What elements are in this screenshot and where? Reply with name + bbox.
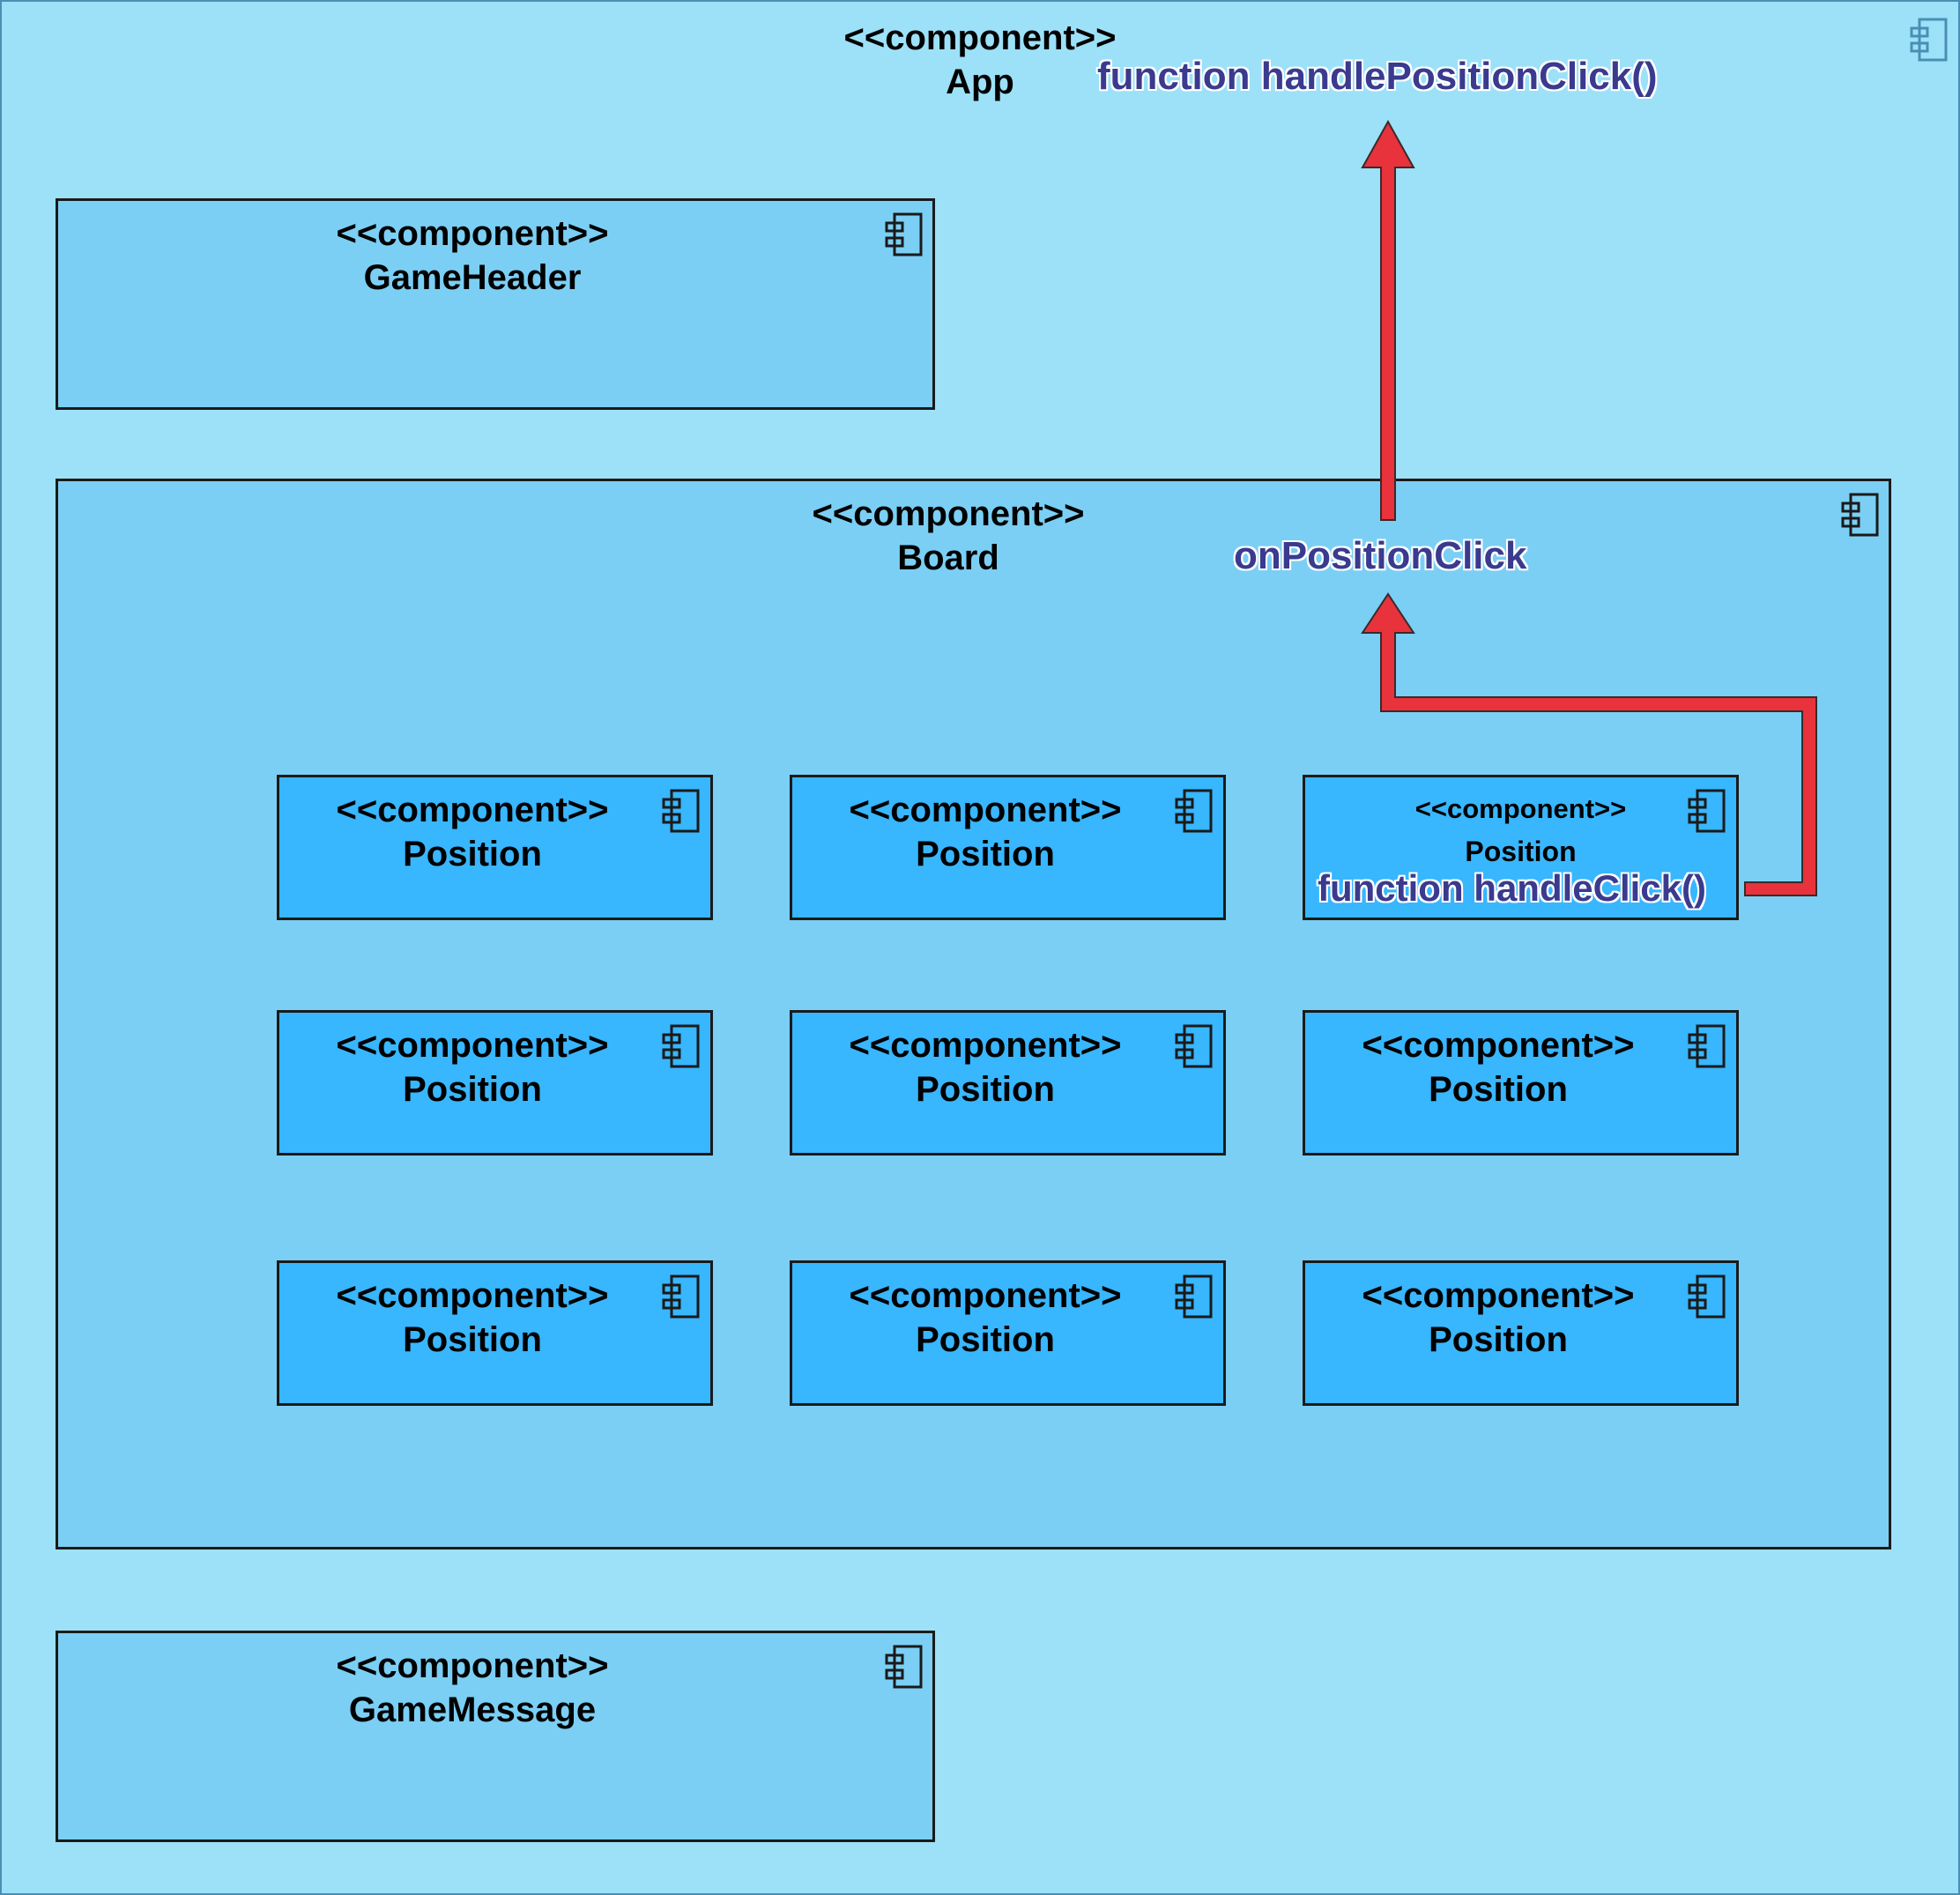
position-name: Position bbox=[1429, 1320, 1568, 1359]
game-message-title: <<component>> GameMessage bbox=[58, 1644, 887, 1732]
game-header-component: <<component>> GameHeader bbox=[56, 198, 935, 410]
position-component[interactable]: <<component>> Position bbox=[790, 1260, 1226, 1406]
position-title: <<component>> Position bbox=[279, 1023, 665, 1111]
position-name: Position bbox=[916, 1070, 1055, 1109]
position-name: Position bbox=[916, 1320, 1055, 1359]
arrow-board-to-app bbox=[1361, 119, 1415, 521]
position-stereotype: <<component>> bbox=[336, 1276, 609, 1315]
position-stereotype: <<component>> bbox=[849, 791, 1122, 829]
board-title: <<component>> Board bbox=[58, 492, 1838, 580]
position-name: Position bbox=[403, 1320, 542, 1359]
game-header-stereotype: <<component>> bbox=[336, 214, 609, 253]
app-name: App bbox=[946, 63, 1014, 101]
position-stereotype: <<component>> bbox=[849, 1276, 1122, 1315]
position-component[interactable]: <<component>> Position bbox=[277, 1010, 713, 1156]
position-component[interactable]: <<component>> Position bbox=[790, 1010, 1226, 1156]
app-title: <<component>> App bbox=[2, 16, 1958, 104]
arrow-position-to-board bbox=[1361, 592, 1817, 896]
position-stereotype: <<component>> bbox=[1362, 1026, 1635, 1065]
position-name: Position bbox=[1465, 836, 1577, 867]
position-name: Position bbox=[1429, 1070, 1568, 1109]
position-stereotype: <<component>> bbox=[1414, 793, 1627, 824]
position-title: <<component>> Position bbox=[792, 1274, 1178, 1362]
position-stereotype: <<component>> bbox=[1362, 1276, 1635, 1315]
position-title: <<component>> Position bbox=[792, 1023, 1178, 1111]
position-title: <<component>> Position bbox=[792, 788, 1178, 876]
app-function-label: function handlePositionClick() bbox=[1097, 55, 1658, 98]
position-component[interactable]: <<component>> Position bbox=[277, 1260, 713, 1406]
position-title: <<component>> Position bbox=[1305, 788, 1736, 873]
position-name: Position bbox=[403, 1070, 542, 1109]
game-header-title: <<component>> GameHeader bbox=[58, 212, 887, 300]
position-title: <<component>> Position bbox=[279, 788, 665, 876]
position-component[interactable]: <<component>> Position bbox=[1303, 1260, 1739, 1406]
position-title: <<component>> Position bbox=[1305, 1023, 1691, 1111]
position-stereotype: <<component>> bbox=[336, 1026, 609, 1065]
board-stereotype: <<component>> bbox=[812, 494, 1085, 533]
position-component[interactable]: <<component>> Position bbox=[277, 775, 713, 920]
position-name: Position bbox=[916, 835, 1055, 873]
position-component[interactable]: <<component>> Position bbox=[1303, 1010, 1739, 1156]
board-name: Board bbox=[897, 539, 999, 577]
app-stereotype: <<component>> bbox=[843, 19, 1117, 57]
board-prop-label: onPositionClick bbox=[1234, 534, 1527, 577]
game-message-stereotype: <<component>> bbox=[336, 1646, 609, 1685]
game-message-name: GameMessage bbox=[348, 1691, 597, 1729]
position-title: <<component>> Position bbox=[279, 1274, 665, 1362]
position-stereotype: <<component>> bbox=[849, 1026, 1122, 1065]
game-message-component: <<component>> GameMessage bbox=[56, 1631, 935, 1842]
position-name: Position bbox=[403, 835, 542, 873]
game-header-name: GameHeader bbox=[363, 258, 582, 297]
position-stereotype: <<component>> bbox=[336, 791, 609, 829]
position-title: <<component>> Position bbox=[1305, 1274, 1691, 1362]
position-component[interactable]: <<component>> Position bbox=[790, 775, 1226, 920]
position-function-label: function handleClick() bbox=[1318, 867, 1706, 909]
position-component-clicked[interactable]: <<component>> Position bbox=[1303, 775, 1739, 920]
